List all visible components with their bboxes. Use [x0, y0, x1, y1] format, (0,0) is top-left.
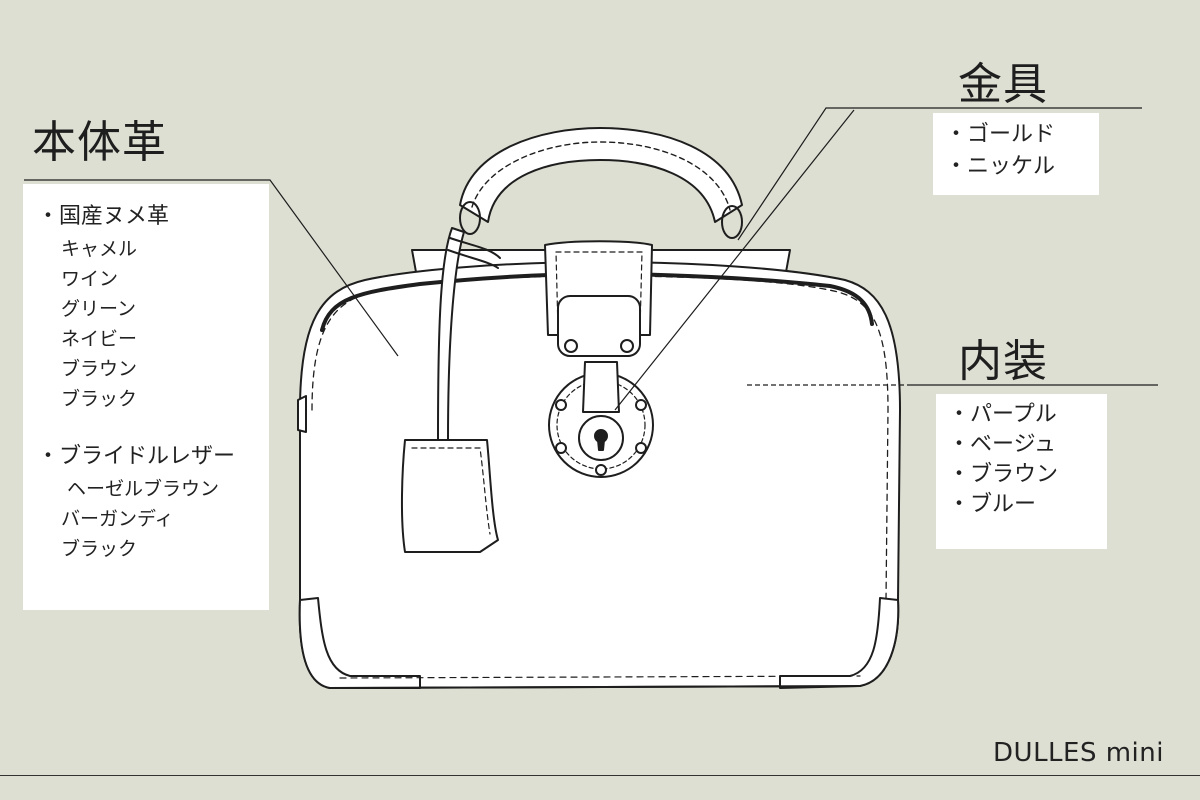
footer-rule — [0, 775, 1200, 776]
color-item: ブラウン — [61, 358, 138, 380]
body-leather-panel: 国産ヌメ革 キャメル ワイン グリーン ネイビー ブラウン ブラック ブライドル… — [23, 184, 269, 610]
product-name: DULLES mini — [993, 738, 1164, 768]
lock-upper-plate — [557, 295, 641, 357]
lock-clasp — [582, 361, 620, 413]
hardware-panel: ゴールド ニッケル — [933, 113, 1099, 195]
body-leather-heading: 本体革 — [32, 117, 167, 168]
group-title: 国産ヌメ革 — [37, 200, 169, 234]
lining-item: ブラウン — [948, 460, 1058, 490]
color-item: ブラック — [61, 538, 138, 560]
color-item: ワイン — [61, 268, 119, 290]
lining-item: ブルー — [948, 490, 1058, 520]
color-item: グリーン — [61, 298, 137, 320]
lining-item: パープル — [948, 400, 1058, 430]
color-item: キャメル — [61, 238, 138, 260]
body-leather-group-1: 国産ヌメ革 キャメル ワイン グリーン ネイビー ブラウン ブラック — [37, 200, 169, 414]
color-item: ネイビー — [61, 328, 138, 350]
corner-right — [779, 597, 900, 689]
body-leather-group-2: ブライドルレザー ヘーゼルブラウン バーガンディ ブラック — [37, 440, 235, 564]
key-tag — [400, 439, 499, 553]
lining-heading: 内装 — [958, 336, 1048, 387]
hardware-heading: 金具 — [958, 59, 1048, 110]
color-item: バーガンディ — [61, 508, 174, 530]
lining-panel: パープル ベージュ ブラウン ブルー — [936, 394, 1107, 549]
hardware-item: ニッケル — [945, 151, 1055, 183]
lining-item: ベージュ — [948, 430, 1058, 460]
leader-hardware — [614, 107, 1142, 411]
hardware-item: ゴールド — [945, 119, 1055, 151]
color-item: ヘーゼルブラウン — [67, 478, 220, 500]
group-title: ブライドルレザー — [37, 440, 235, 474]
leader-body-leather — [24, 179, 399, 357]
handle — [459, 127, 743, 223]
corner-left — [298, 597, 421, 689]
color-item: ブラック — [61, 388, 138, 410]
